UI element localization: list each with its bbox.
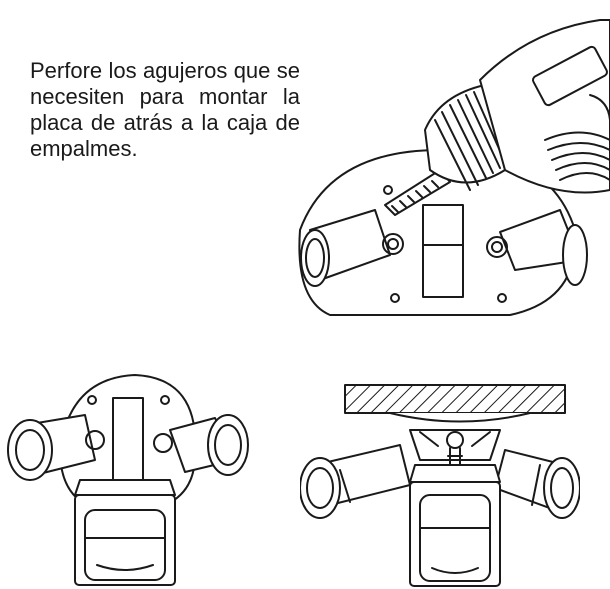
backplate-shape	[299, 150, 575, 315]
drill-illustration	[290, 0, 610, 320]
drill-bit-shape	[385, 170, 450, 215]
left-lamp-shape	[301, 210, 403, 286]
left-lamp-shape	[300, 445, 410, 518]
ceiling-shape	[345, 385, 565, 413]
instruction-text: Perfore los agujeros que se necesiten pa…	[30, 58, 300, 161]
left-lamp-shape	[8, 415, 104, 480]
backplate-shape	[60, 375, 195, 510]
right-lamp-shape	[487, 210, 587, 285]
motion-sensor-shape	[410, 465, 500, 586]
motion-sensor-shape	[75, 480, 175, 585]
junction-detail-shape	[410, 430, 500, 465]
fixture-front-illustration	[0, 360, 270, 588]
right-lamp-shape	[154, 415, 248, 475]
drill-body-shape	[425, 20, 610, 193]
right-lamp-shape	[495, 450, 580, 518]
fixture-ceiling-illustration	[300, 370, 580, 588]
